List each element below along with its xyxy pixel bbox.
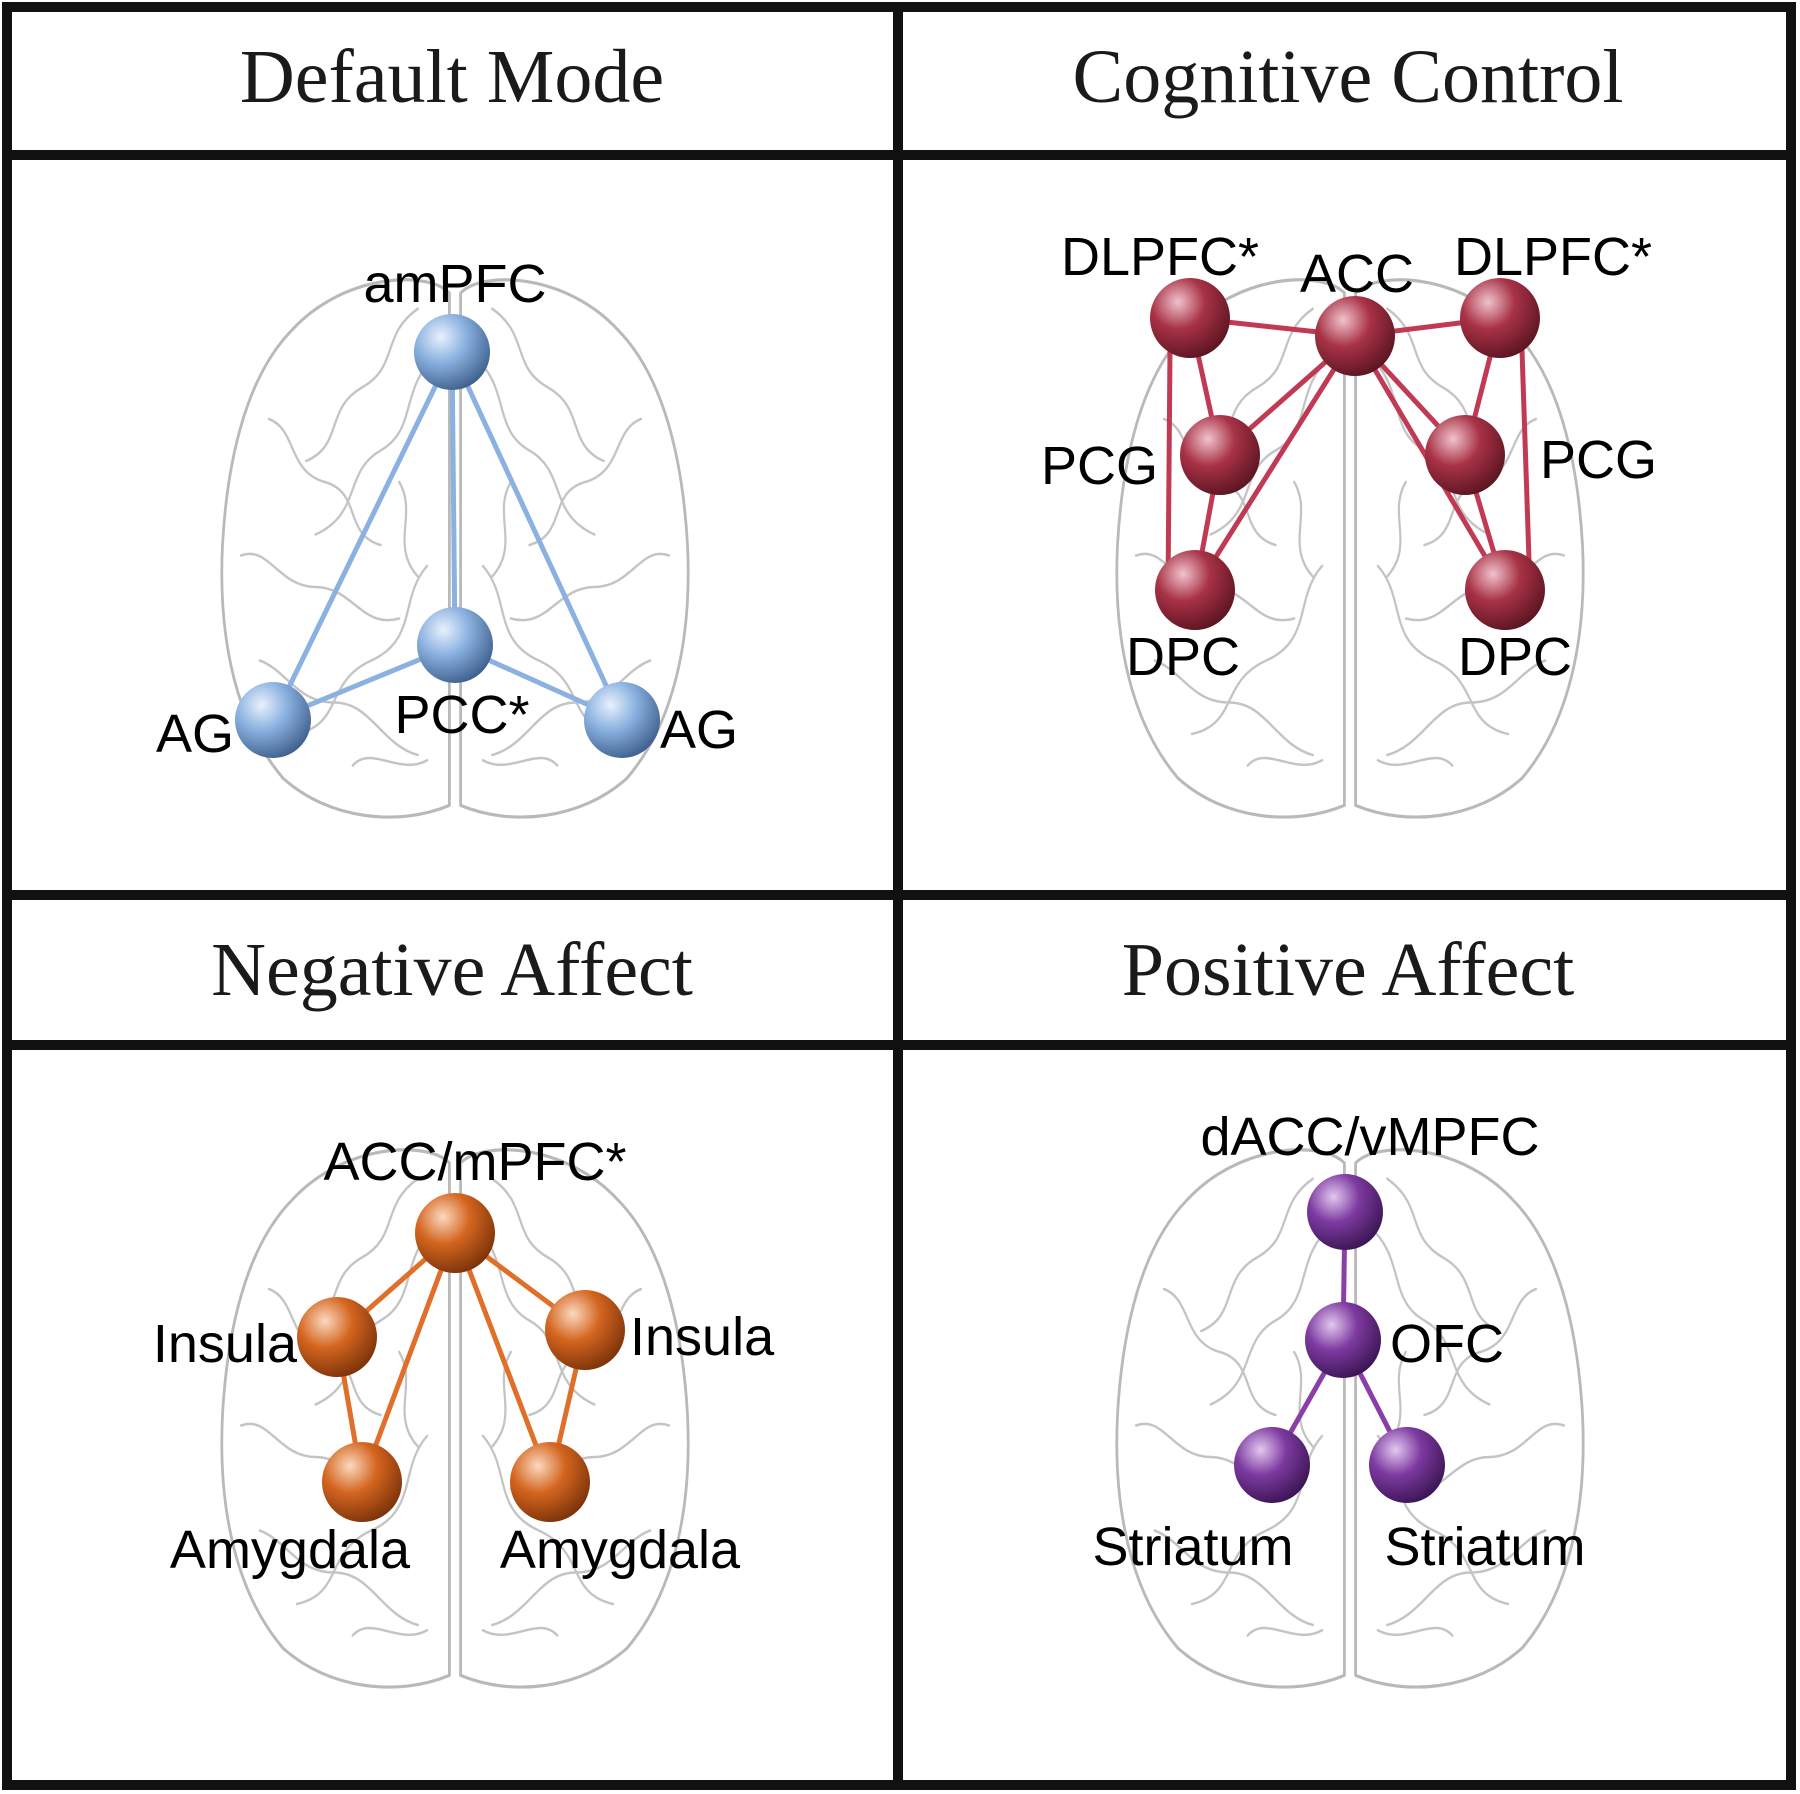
node-DLPFC-right [1460,278,1540,358]
node-AG-left [235,682,311,758]
node-label-DPC-right: DPC [1458,627,1572,687]
node-dACC-vMPFC [1307,1174,1383,1250]
node-label-Insula-right: Insula [630,1307,775,1367]
edge-ACC-DPC-left [1192,333,1358,593]
node-Insula-left [297,1297,377,1377]
edge-DLPFC-right-DPC-right [1519,347,1533,593]
node-label-PCG-right: PCG [1540,430,1657,490]
node-PCG-right [1425,415,1505,495]
panel-title-default-mode: Default Mode [240,35,664,119]
node-DPC-right [1465,550,1545,630]
node-label-DLPFC-right: DLPFC* [1454,227,1652,287]
node-label-Striatum-left: Striatum [1092,1517,1293,1577]
node-DPC-left [1155,550,1235,630]
node-label-Amygdala-right: Amygdala [500,1520,741,1580]
node-ACC [1315,296,1395,376]
node-label-AG-left: AG [156,704,234,764]
panel-title-negative-affect: Negative Affect [211,928,693,1012]
node-label-AG-right: AG [660,700,738,760]
node-PCG-left [1180,415,1260,495]
node-label-dACC-vMPFC: dACC/vMPFC [1200,1107,1539,1167]
node-Striatum-left [1234,1427,1310,1503]
node-Amygdala-right [510,1442,590,1522]
edge-DLPFC-left-DPC-left [1165,347,1173,593]
node-Amygdala-left [322,1442,402,1522]
node-label-DPC-left: DPC [1126,627,1240,687]
node-label-Amygdala-left: Amygdala [170,1520,411,1580]
edge-ACC-Amygdala-left [359,1230,458,1485]
node-ACC-mPFC [415,1193,495,1273]
node-label-PCC: PCC* [394,685,529,745]
edge-amPFC-AG-right [449,349,625,723]
panel-default-mode: Default Mode amPFC PCC* AG AG [156,35,738,819]
node-label-ACC-mPFC: ACC/mPFC* [323,1132,626,1192]
node-OFC [1305,1302,1381,1378]
panel-negative-affect: Negative Affect ACC/mPFC* Insula Insula … [153,928,775,1689]
panel-title-positive-affect: Positive Affect [1122,928,1574,1012]
panel-cognitive-control: Cognitive Control DLPFC* ACC DLPFC* PCG … [1041,35,1657,819]
node-DLPFC-left [1150,278,1230,358]
node-label-amPFC: amPFC [363,254,546,314]
node-Insula-right [545,1290,625,1370]
node-amPFC [414,314,490,390]
edge-amPFC-PCC [449,349,458,648]
edge-ACC-Amygdala-right [452,1230,553,1485]
edge-amPFC-AG-left [270,349,455,723]
node-Striatum-right [1369,1427,1445,1503]
node-PCC [417,607,493,683]
node-label-Insula-left: Insula [153,1314,298,1374]
node-label-ACC: ACC [1300,244,1414,304]
node-label-DLPFC-left: DLPFC* [1061,227,1259,287]
node-AG-right [584,682,660,758]
node-label-PCG-left: PCG [1041,436,1158,496]
node-label-OFC: OFC [1390,1314,1504,1374]
panel-title-cognitive-control: Cognitive Control [1073,35,1624,119]
panel-positive-affect: Positive Affect dACC/vMPFC OFC Striatum … [1092,928,1586,1689]
node-label-Striatum-right: Striatum [1384,1517,1585,1577]
